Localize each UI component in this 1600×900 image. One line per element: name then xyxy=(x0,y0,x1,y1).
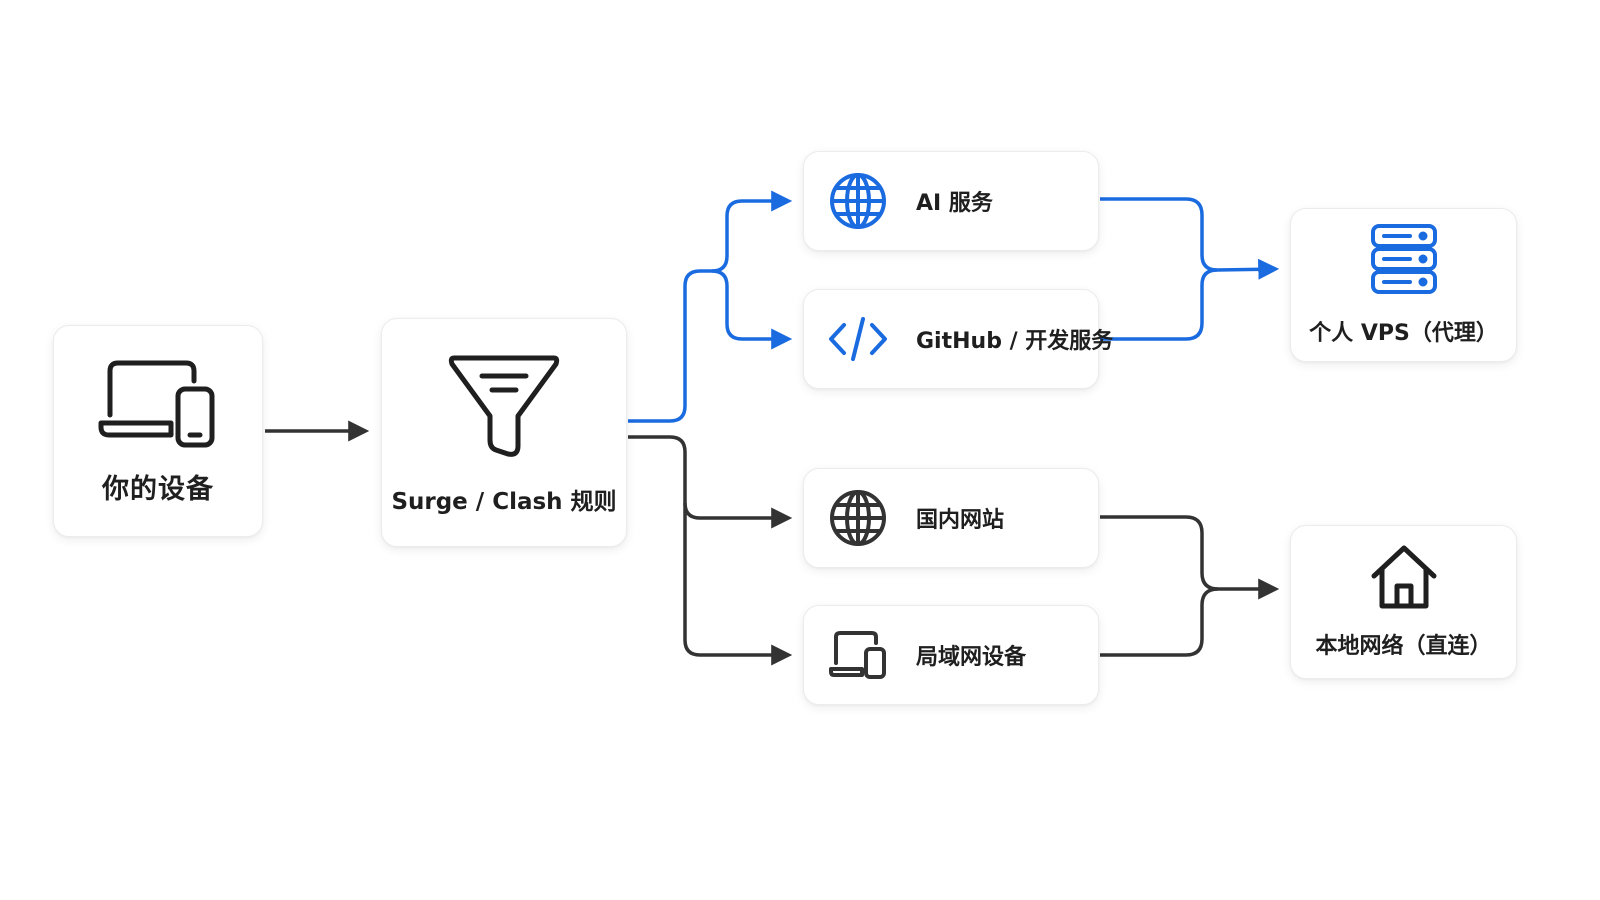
edge-rules-to-github xyxy=(711,269,793,350)
edge-rules-to-cn xyxy=(628,435,793,529)
node-lan-devices: 局域网设备 xyxy=(803,605,1099,705)
globe-icon xyxy=(828,171,888,231)
node-personal-vps: 个人 VPS（代理） xyxy=(1290,208,1517,362)
node-surge-clash-rules: Surge / Clash 规则 xyxy=(381,318,627,547)
node-label: 个人 VPS（代理） xyxy=(1309,321,1498,346)
server-stack-icon xyxy=(1370,223,1438,295)
house-icon xyxy=(1370,544,1438,610)
node-label: Surge / Clash 规则 xyxy=(391,488,617,515)
edge-ai-to-vps xyxy=(1100,197,1280,280)
devices-icon xyxy=(828,629,888,681)
edge-rules-to-lan xyxy=(683,503,793,666)
node-label: GitHub / 开发服务 xyxy=(916,329,1114,354)
node-label: 你的设备 xyxy=(102,473,214,505)
node-github-dev-service: GitHub / 开发服务 xyxy=(803,289,1113,389)
code-icon xyxy=(828,315,888,363)
node-label: 国内网站 xyxy=(916,508,1005,533)
funnel-filter-icon xyxy=(446,350,562,460)
node-label: 局域网设备 xyxy=(916,645,1027,670)
node-label: AI 服务 xyxy=(916,191,993,216)
node-your-device: 你的设备 xyxy=(53,325,263,537)
laptop-phone-icon xyxy=(98,357,218,449)
node-ai-service: AI 服务 xyxy=(803,151,1099,251)
edge-lan-to-local xyxy=(1100,587,1219,657)
edge-github-to-vps xyxy=(1100,268,1218,341)
node-local-network: 本地网络（直连） xyxy=(1290,525,1517,679)
globe-icon xyxy=(828,488,888,548)
node-label: 本地网络（直连） xyxy=(1315,634,1492,659)
node-domestic-websites: 国内网站 xyxy=(803,468,1099,568)
edge-cn-to-local xyxy=(1100,515,1280,600)
edge-rules-to-ai xyxy=(628,190,793,423)
